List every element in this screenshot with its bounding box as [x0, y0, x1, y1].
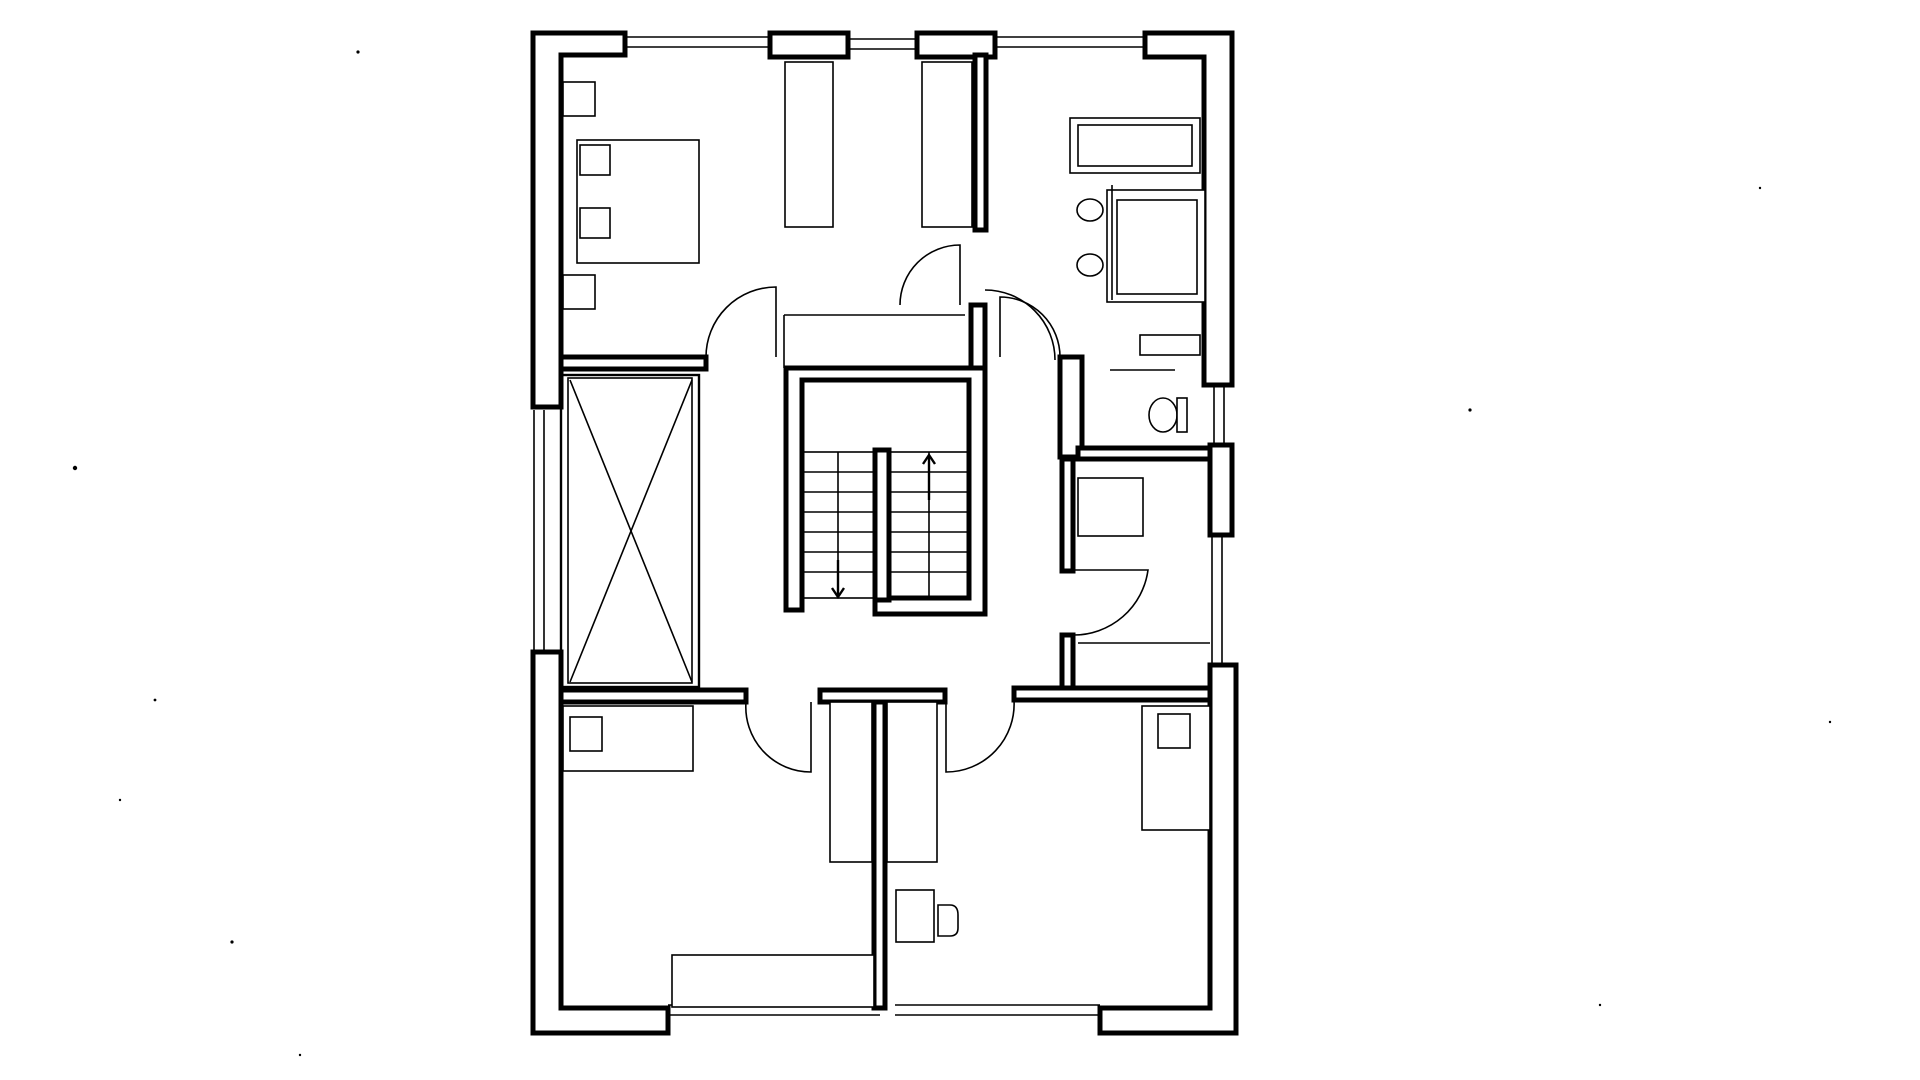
wc: [1148, 397, 1188, 433]
window-bottom-right: [895, 1004, 1100, 1016]
toilet-icon: [1148, 397, 1178, 433]
pillow-icon: [1157, 713, 1191, 749]
window-right-storage: [1211, 535, 1223, 665]
window-top-left: [625, 36, 770, 48]
walk-in-closets: [783, 61, 973, 368]
door-swing-hall-right: [984, 289, 1056, 361]
pillow-icon: [579, 144, 611, 176]
wardrobe-bedroom-left: [829, 701, 873, 863]
window-left-void: [533, 410, 545, 652]
door-swing-bath: [999, 296, 1061, 358]
storage: [1072, 477, 1210, 644]
door-swing-master: [705, 286, 777, 358]
bedroom-right: [886, 699, 1211, 943]
bedroom-master: [562, 81, 777, 358]
toilet-tank: [1176, 397, 1188, 433]
stair: [802, 289, 1056, 600]
bath-shelf: [1139, 334, 1201, 356]
door-swing-closet: [899, 244, 961, 306]
window-top-right: [995, 36, 1145, 48]
window-right-wc: [1213, 385, 1225, 445]
bathroom: [999, 117, 1206, 371]
door-swing-bedroom-left: [745, 701, 812, 773]
storage-cabinet: [1077, 477, 1144, 537]
sink-icon: [1076, 253, 1104, 277]
sink-icon: [1076, 198, 1104, 222]
shower-tray: [1116, 199, 1198, 295]
desk-left: [671, 954, 875, 1008]
desk-right: [895, 889, 935, 943]
stair-flight-up: [888, 451, 970, 599]
nightstand: [562, 274, 596, 310]
wardrobe-right: [921, 61, 973, 228]
pillow-icon: [579, 207, 611, 239]
scan-specks: [72, 50, 1832, 1057]
wardrobe-left: [784, 61, 834, 228]
stair-flight-down: [802, 451, 876, 600]
pillow-icon: [562, 81, 596, 117]
interior-walls: [558, 52, 1213, 1011]
exterior-walls: [530, 30, 1239, 1036]
bathtub-inner: [1077, 124, 1193, 167]
door-swing-bedroom-right: [945, 699, 1015, 773]
wardrobe-bedroom-right: [886, 701, 938, 863]
void: [559, 373, 701, 689]
window-top-middle: [845, 38, 915, 50]
bedroom-left: [562, 701, 875, 1008]
door-swing-storage: [1072, 569, 1149, 636]
pillow-icon: [569, 716, 603, 752]
chair-icon: [937, 904, 959, 937]
